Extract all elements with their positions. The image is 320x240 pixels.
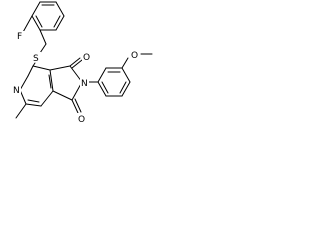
methoxyphenyl-ring bbox=[97, 67, 131, 97]
methoxy-oxygen-label: O bbox=[131, 51, 138, 61]
imide-ring bbox=[49, 65, 83, 101]
carbonyl-top-bond-2 bbox=[71, 59, 83, 69]
carbonyl-oxygen-bottom-label: O bbox=[78, 115, 85, 125]
molecule-structure-diagram: F S N N O O O bbox=[12, 1, 153, 125]
carbonyl-bottom-bond-2 bbox=[74, 98, 82, 113]
sulfur-label: S bbox=[33, 54, 39, 64]
carbonyl-top-bond-1 bbox=[69, 57, 81, 67]
fluorobenzyl-ring bbox=[31, 1, 65, 31]
pyridine-nitrogen-label: N bbox=[13, 86, 20, 96]
sulfur-pyridine-bond bbox=[32, 62, 36, 67]
fluorine-label: F bbox=[17, 32, 22, 42]
methyl-bond bbox=[15, 103, 27, 119]
aryl-oxygen-bond bbox=[121, 57, 129, 69]
pyridine-ring bbox=[19, 65, 54, 107]
benzyl-methylene-bond bbox=[39, 29, 47, 45]
carbonyl-oxygen-top-label: O bbox=[83, 53, 90, 63]
imide-nitrogen-label: N bbox=[81, 79, 88, 89]
carbonyl-bottom-bond-1 bbox=[71, 99, 79, 114]
